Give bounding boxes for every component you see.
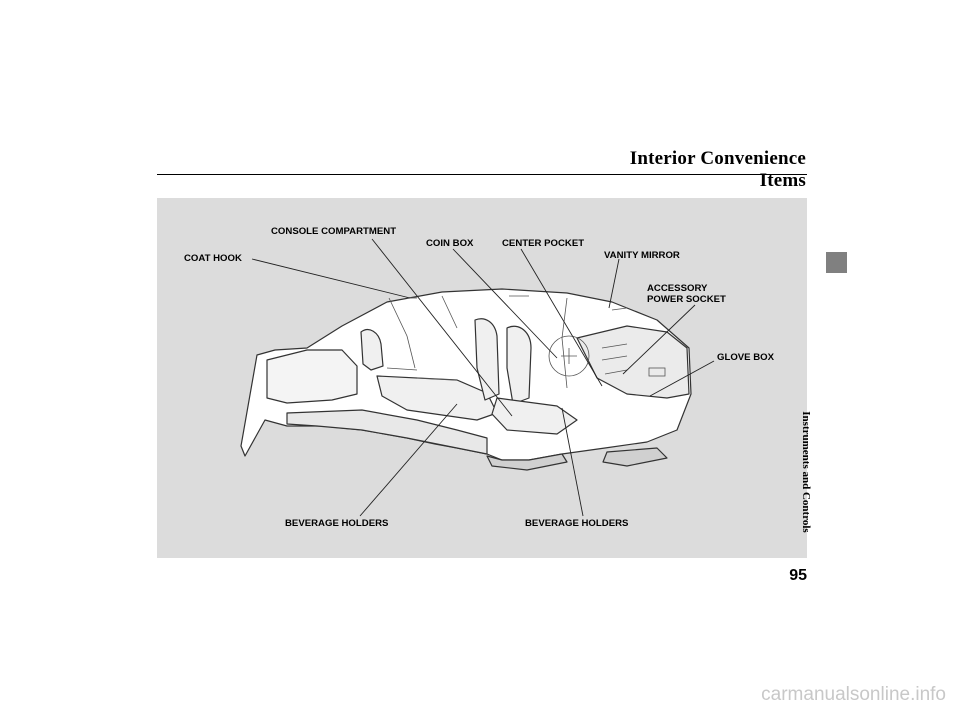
callout-accessory-line1: ACCESSORY (647, 283, 708, 294)
callout-accessory-power-socket: ACCESSORY POWER SOCKET (647, 283, 726, 305)
rear-seat-cushion (376, 375, 498, 421)
rear-seat-back (360, 329, 384, 371)
rear-door-sill (486, 453, 568, 471)
callout-glove-box: GLOVE BOX (717, 352, 775, 363)
title-rule (157, 174, 807, 175)
page-number: 95 (789, 567, 807, 584)
leader-beverage-holders-rear (359, 403, 458, 517)
page-title: Interior Convenience Items (629, 148, 806, 191)
callout-beverage-holders-front: BEVERAGE HOLDERS (525, 518, 629, 529)
leader-vanity-mirror (608, 258, 620, 309)
leader-coat-hook (251, 258, 411, 299)
section-label: Instruments and Controls (800, 411, 812, 533)
leader-center-pocket (520, 248, 603, 387)
callout-coat-hook: COAT HOOK (184, 253, 242, 264)
callout-beverage-holders-rear: BEVERAGE HOLDERS (285, 518, 389, 529)
front-door-sill (602, 447, 668, 467)
floor-area (286, 409, 488, 455)
interior-figure: CONSOLE COMPARTMENT COIN BOX CENTER POCK… (157, 198, 807, 558)
leader-beverage-holders-front (561, 407, 584, 517)
callout-console-compartment: CONSOLE COMPARTMENT (271, 226, 397, 237)
leader-console-compartment (371, 238, 513, 417)
watermark: carmanualsonline.info (761, 684, 946, 705)
section-tab-marker (826, 252, 847, 273)
rear-door-panel (266, 349, 358, 404)
callout-vanity-mirror: VANITY MIRROR (604, 250, 680, 261)
callout-coin-box: COIN BOX (426, 238, 474, 249)
car-interior-illustration (240, 238, 715, 517)
callout-accessory-line2: POWER SOCKET (647, 293, 726, 305)
leader-glove-box (649, 360, 715, 397)
leader-accessory-power-socket (622, 304, 696, 375)
front-seat-cushion (491, 397, 578, 435)
callout-center-pocket: CENTER POCKET (502, 238, 585, 249)
front-passenger-seat-back (474, 318, 500, 401)
dashboard (576, 325, 690, 399)
front-driver-seat-back (506, 325, 532, 405)
leader-coin-box (452, 248, 558, 359)
